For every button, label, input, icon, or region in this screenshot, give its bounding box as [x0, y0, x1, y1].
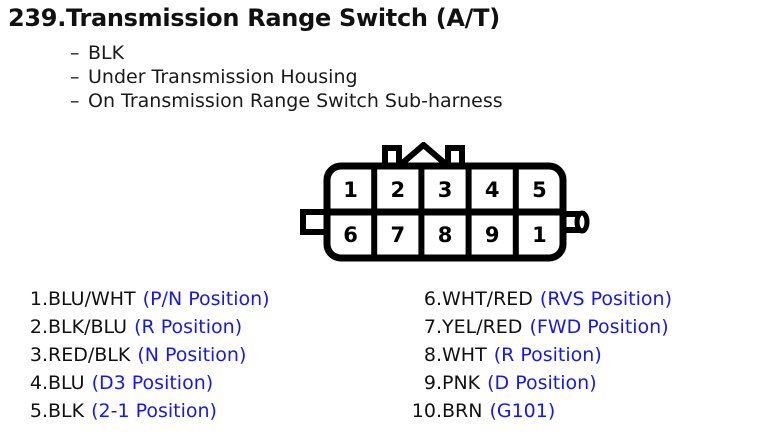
pin-function: (N Position) — [137, 344, 247, 366]
connector-cell-dividers — [371, 166, 519, 258]
pin-function: (G101) — [489, 400, 556, 422]
notes-list: – BLK – Under Transmission Housing – On … — [70, 42, 503, 114]
pin-legend-row: 4. BLU (D3 Position) — [22, 372, 270, 400]
pin-wire-color: BLK — [48, 400, 85, 422]
pin-function: (FWD Position) — [529, 316, 669, 338]
pin-legend-row: 2. BLK/BLU (R Position) — [22, 316, 270, 344]
connector-pin-label: 9 — [485, 223, 500, 247]
pin-number: 4. — [29, 372, 48, 394]
note-text: On Transmission Range Switch Sub-harness — [88, 90, 503, 112]
pin-function: (2-1 Position) — [91, 400, 217, 422]
connector-pin-label: 3 — [438, 178, 453, 202]
pin-number: 5. — [29, 400, 48, 422]
dash-bullet-icon: – — [70, 42, 80, 64]
connector-pin-label: 5 — [532, 178, 547, 202]
connector-pin-label: 4 — [485, 178, 500, 202]
pin-function: (P/N Position) — [142, 288, 270, 310]
pin-wire-color: PNK — [442, 372, 481, 394]
connector-pin-label: 8 — [438, 223, 453, 247]
note-item: – BLK — [70, 42, 503, 66]
pin-legend-row: 6. WHT/RED (RVS Position) — [404, 288, 672, 316]
pin-function: (R Position) — [493, 344, 602, 366]
pin-number: 7. — [423, 316, 442, 338]
pin-number: 6. — [423, 288, 442, 310]
pin-wire-color: BLU/WHT — [48, 288, 136, 310]
pin-function: (D3 Position) — [91, 372, 214, 394]
pin-wire-color: BLU — [48, 372, 85, 394]
pin-number: 1. — [29, 288, 48, 310]
pin-function: (RVS Position) — [539, 288, 672, 310]
pin-wire-color: RED/BLK — [48, 344, 131, 366]
connector-pin-label: 7 — [390, 223, 405, 247]
connector-left-tab-icon — [300, 209, 327, 235]
pin-legend-row: 8. WHT (R Position) — [404, 344, 672, 372]
pin-legend-row: 9. PNK (D Position) — [404, 372, 672, 400]
pin-wire-color: BLK/BLU — [48, 316, 128, 338]
note-item: – On Transmission Range Switch Sub-harne… — [70, 90, 503, 114]
pin-number: 8. — [423, 344, 442, 366]
note-item: – Under Transmission Housing — [70, 66, 503, 90]
pin-number: 2. — [29, 316, 48, 338]
pin-wire-color: WHT/RED — [442, 288, 533, 310]
pin-number: 3. — [29, 344, 48, 366]
connector-pin-label: 6 — [343, 223, 358, 247]
pin-wire-color: BRN — [442, 400, 483, 422]
pin-legend-row: 7. YEL/RED (FWD Position) — [404, 316, 672, 344]
pin-legend-column-right: 6. WHT/RED (RVS Position) 7. YEL/RED (FW… — [404, 288, 672, 428]
connector-diagram: 1 2 3 4 5 6 7 8 9 1 — [286, 142, 606, 268]
pin-legend: 1. BLU/WHT (P/N Position) 2. BLK/BLU (R … — [0, 288, 760, 440]
connector-pin-label: 1 — [532, 223, 547, 247]
connector-latch-icon — [382, 142, 465, 169]
dash-bullet-icon: – — [70, 66, 80, 88]
pin-number: 10. — [411, 400, 442, 422]
connector-pin-label: 1 — [343, 178, 358, 202]
pin-legend-row: 1. BLU/WHT (P/N Position) — [22, 288, 270, 316]
pin-legend-row: 3. RED/BLK (N Position) — [22, 344, 270, 372]
pin-legend-row: 5. BLK (2-1 Position) — [22, 400, 270, 428]
pin-wire-color: WHT — [442, 344, 487, 366]
pin-number: 9. — [423, 372, 442, 394]
pin-function: (R Position) — [134, 316, 243, 338]
pin-legend-column-left: 1. BLU/WHT (P/N Position) 2. BLK/BLU (R … — [22, 288, 270, 428]
page-title: 239.Transmission Range Switch (A/T) — [8, 4, 500, 32]
pin-legend-row: 10. BRN (G101) — [404, 400, 672, 428]
pin-wire-color: YEL/RED — [442, 316, 523, 338]
dash-bullet-icon: – — [70, 90, 80, 112]
pin-function: (D Position) — [487, 372, 597, 394]
note-text: BLK — [88, 42, 125, 64]
connector-pin-label: 2 — [390, 178, 405, 202]
connector-right-nub-icon — [574, 210, 590, 234]
note-text: Under Transmission Housing — [88, 66, 358, 88]
